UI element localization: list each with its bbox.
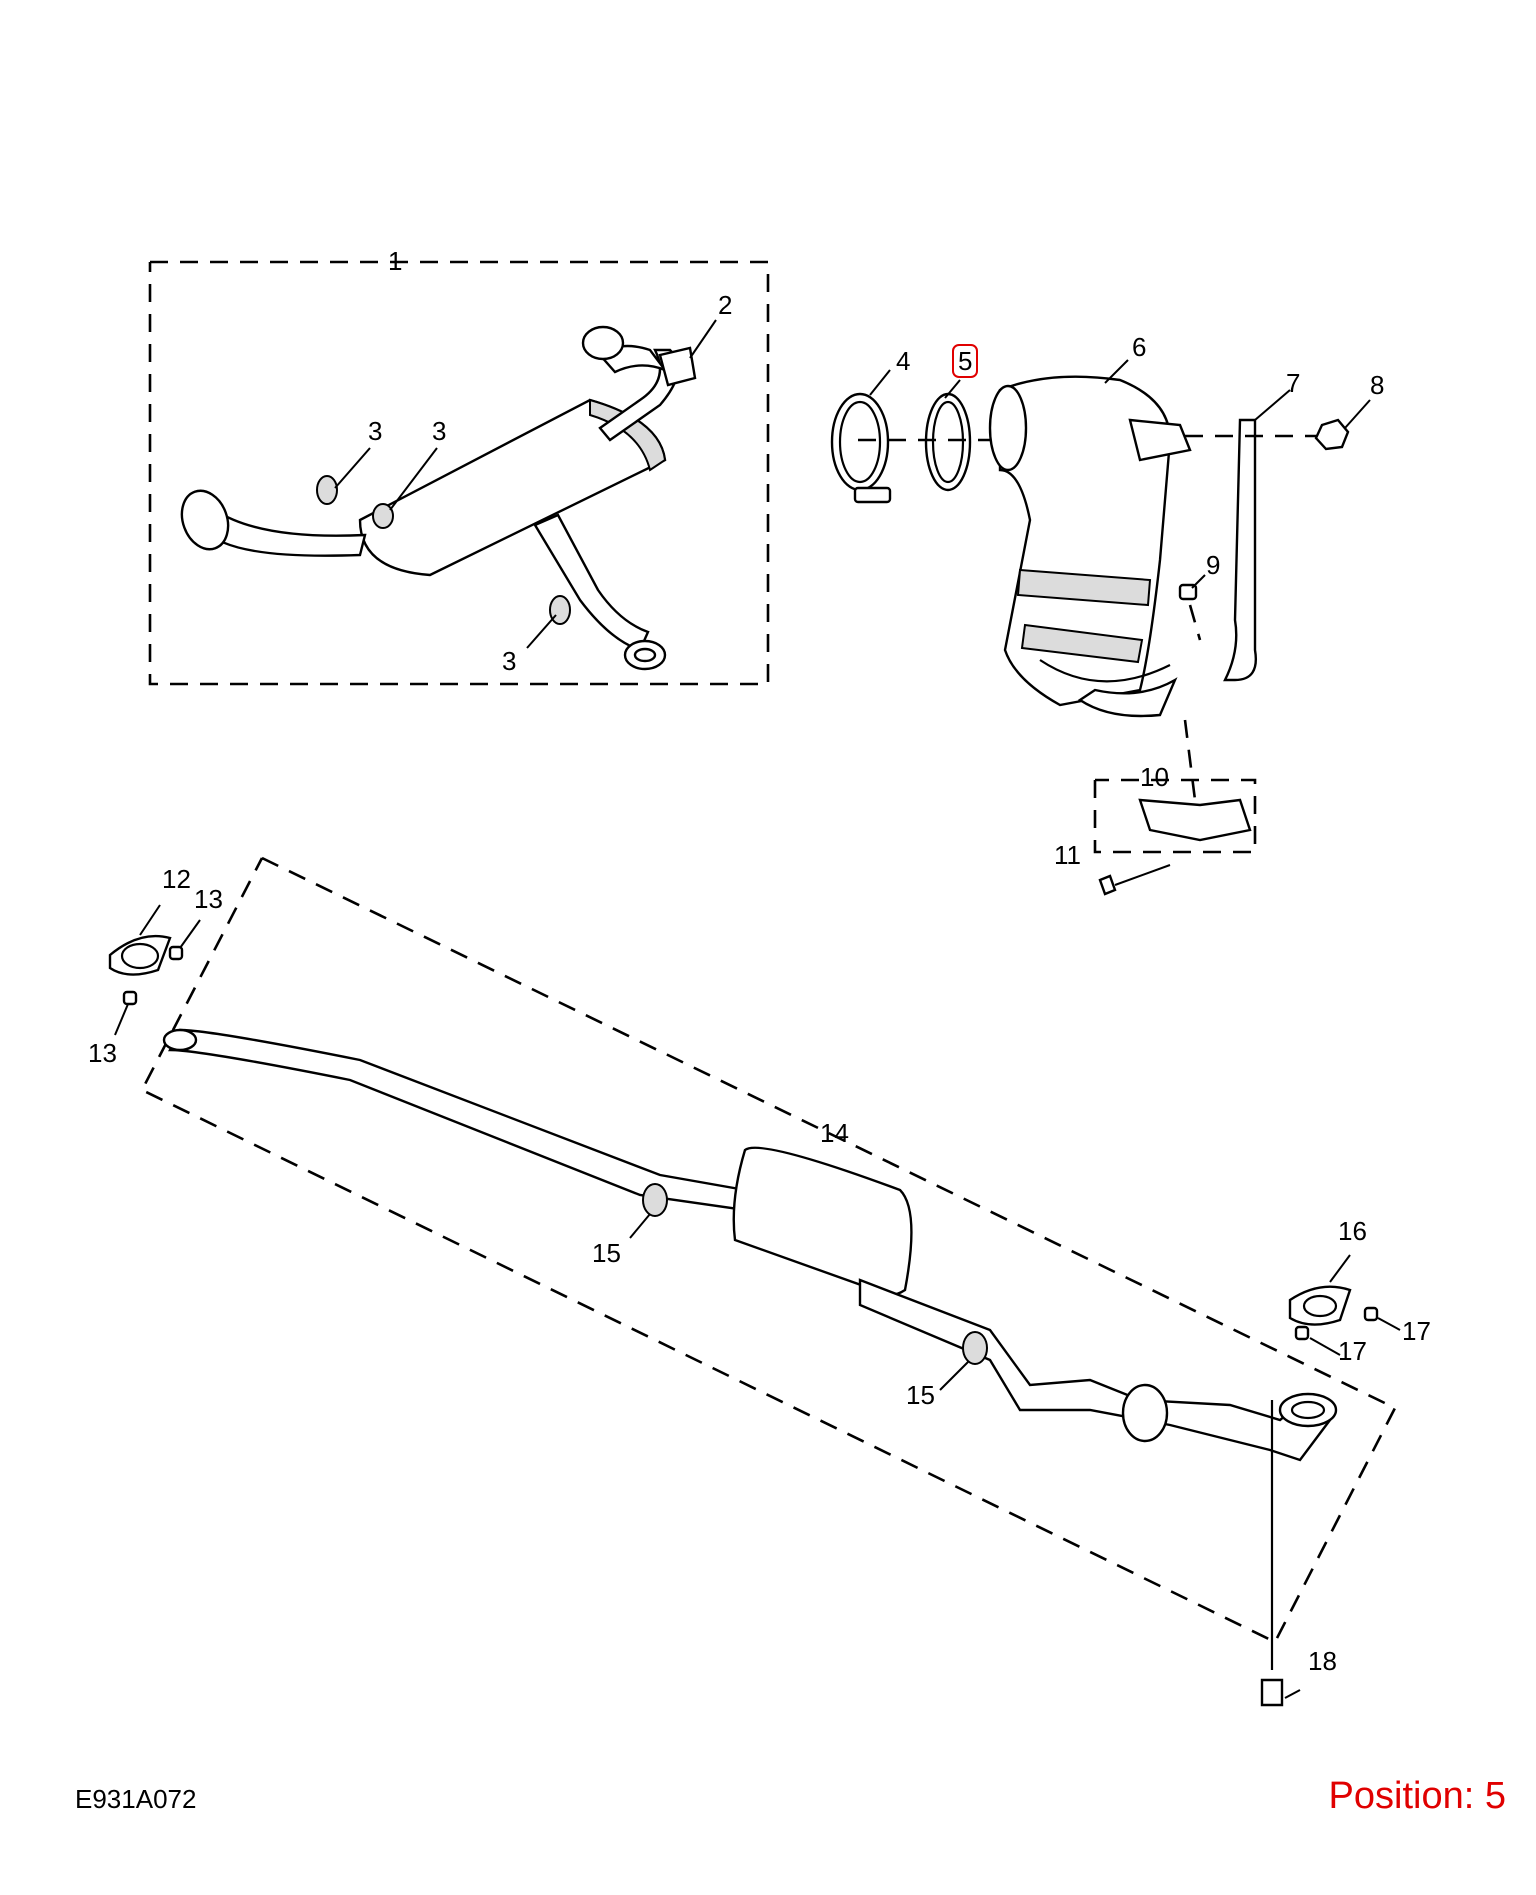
callout-9[interactable]: 9: [1206, 550, 1221, 580]
callout-7[interactable]: 7: [1286, 368, 1301, 398]
callout-4[interactable]: 4: [896, 346, 911, 376]
callout-12[interactable]: 12: [162, 864, 191, 894]
callout-3-lower[interactable]: 3: [502, 646, 517, 676]
callout-3-upper-right[interactable]: 3: [432, 416, 447, 446]
diagram-code: E931A072: [75, 1784, 197, 1814]
catalyst-assembly: [830, 359, 1371, 896]
callout-1[interactable]: 1: [388, 246, 403, 276]
front-pipe-assembly: [108, 856, 1401, 1707]
rear-muffler-assembly: [148, 260, 770, 686]
callout-6[interactable]: 6: [1132, 332, 1147, 362]
callout-16[interactable]: 16: [1338, 1216, 1367, 1246]
position-label: Position: 5: [1328, 1775, 1506, 1817]
callout-15-right[interactable]: 15: [906, 1380, 935, 1410]
callout-18[interactable]: 18: [1308, 1646, 1337, 1676]
callout-13-upper[interactable]: 13: [194, 884, 223, 914]
callout-15-left[interactable]: 15: [592, 1238, 621, 1268]
callout-5-highlighted[interactable]: 5: [952, 344, 979, 378]
callout-8[interactable]: 8: [1370, 370, 1385, 400]
callout-2[interactable]: 2: [718, 290, 733, 320]
callout-10[interactable]: 10: [1140, 762, 1169, 792]
callout-13-lower[interactable]: 13: [88, 1038, 117, 1068]
callout-17-right[interactable]: 17: [1402, 1316, 1431, 1346]
callout-14[interactable]: 14: [820, 1118, 849, 1148]
callout-11[interactable]: 11: [1054, 840, 1081, 870]
callout-3-upper-left[interactable]: 3: [368, 416, 383, 446]
callout-17-left[interactable]: 17: [1338, 1336, 1367, 1366]
